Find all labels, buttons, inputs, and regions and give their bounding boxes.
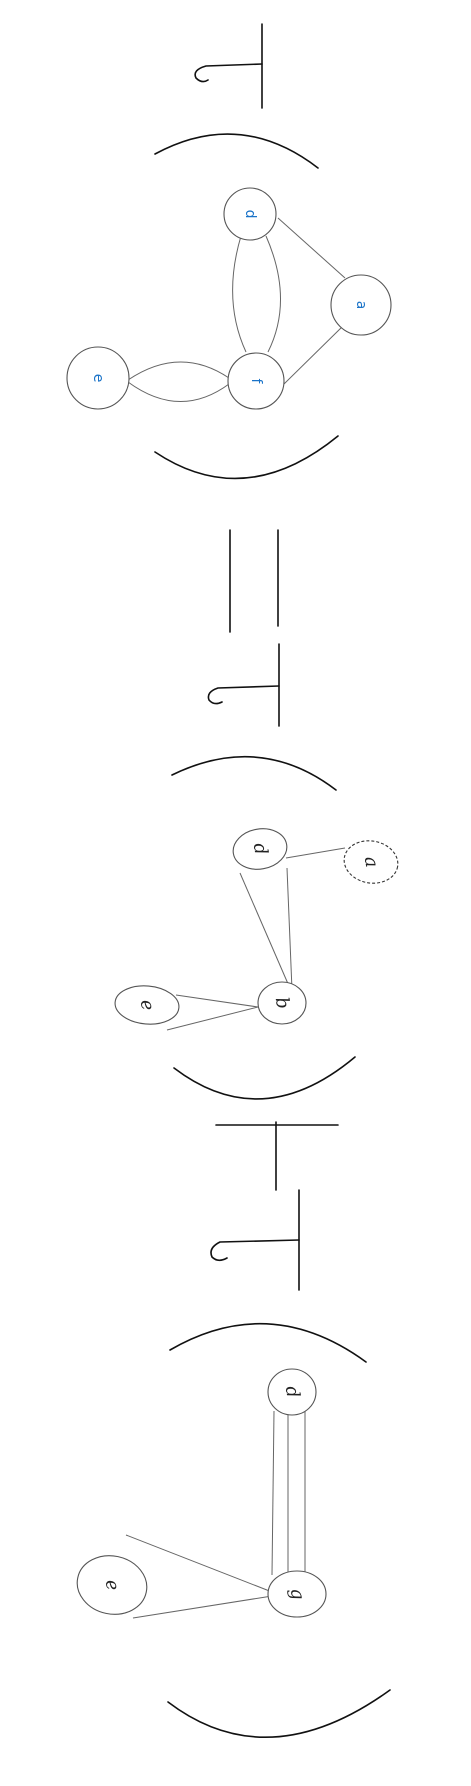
paren-close-1 — [154, 435, 339, 480]
node-e-hw-label: e — [136, 998, 159, 1012]
node-f — [227, 352, 285, 410]
graph-term-1: d a f e — [66, 187, 392, 410]
node-g-hw3-label: g — [286, 1586, 309, 1601]
paren-close-2 — [173, 1056, 356, 1100]
one-digit-flag-3 — [210, 1239, 300, 1262]
paren-open-2 — [171, 755, 337, 791]
plus-sign — [215, 1121, 339, 1191]
node-a-hw — [343, 840, 399, 884]
graph-term-2: d a b e — [114, 828, 399, 1031]
edge-e-b-hw-1 — [175, 994, 259, 1008]
edge-d-f-2 — [265, 235, 281, 353]
paren-close-3 — [167, 1689, 391, 1739]
edge-e-g-1 — [125, 1534, 273, 1593]
graph-term-3: d g e — [76, 1368, 327, 1619]
node-d-hw-label: d — [249, 841, 272, 856]
edge-d-g-1 — [271, 1410, 275, 1576]
edge-f-a — [283, 324, 345, 385]
node-e-hw3-label: e — [101, 1578, 124, 1592]
node-f-label: f — [248, 379, 264, 385]
edge-d-f-1 — [232, 235, 247, 353]
node-e-hw — [114, 985, 180, 1025]
equals-sign — [229, 529, 279, 633]
one-minus-2 — [207, 643, 280, 727]
node-d — [223, 187, 277, 241]
node-a-hw-label: a — [360, 855, 383, 869]
node-b-hw-label: b — [271, 995, 294, 1010]
edge-e-f-2 — [127, 381, 230, 402]
edge-e-f-1 — [127, 361, 230, 381]
node-d-hw — [232, 828, 288, 870]
edge-e-b-hw-2 — [166, 1006, 259, 1031]
edge-d-a — [277, 217, 346, 279]
edge-d-b-hw-2 — [286, 867, 293, 991]
one-digit-flag-2 — [207, 685, 280, 705]
leading-one-minus — [194, 23, 263, 109]
edge-e-g-2 — [132, 1595, 273, 1619]
node-d-label: d — [242, 210, 258, 219]
edge-d-b-hw-1 — [239, 872, 293, 994]
edge-d-a-hw — [285, 847, 346, 859]
node-a — [330, 274, 392, 336]
node-e — [66, 346, 130, 410]
node-a-label: a — [353, 301, 369, 310]
node-g-hw3 — [267, 1570, 327, 1618]
node-e-label: e — [90, 374, 106, 383]
one-minus-3 — [210, 1189, 300, 1291]
node-b-hw — [257, 981, 307, 1025]
node-d-hw3-label: d — [281, 1384, 304, 1399]
paren-open-1 — [154, 133, 319, 169]
one-digit-flag — [194, 63, 263, 83]
node-d-hw3 — [267, 1368, 317, 1416]
paren-open-3 — [169, 1322, 367, 1363]
node-e-hw3 — [76, 1555, 148, 1615]
